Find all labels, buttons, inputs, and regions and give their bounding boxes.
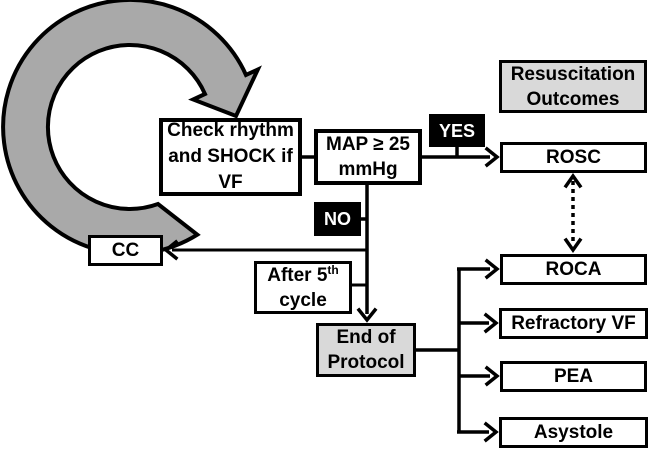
node-map-line1: MAP ≥ 25 [326, 134, 410, 155]
node-asystole: Asystole [499, 417, 648, 448]
node-end-line2: Protocol [327, 352, 405, 373]
node-asystole-label: Asystole [533, 422, 614, 443]
node-check-rhythm-line2: and SHOCK if [168, 146, 293, 167]
node-cc: CC [88, 235, 163, 266]
after-cycle-text: After 5 [267, 264, 328, 286]
no-tag-label: NO [324, 209, 351, 229]
arrowhead-dotted-up [563, 172, 583, 189]
arrowhead-rosc [484, 146, 500, 168]
node-check-rhythm-line1: Check rhythm [167, 120, 294, 141]
arrowhead-asystole [483, 421, 499, 443]
arrowhead-end-protocol [356, 307, 378, 323]
node-map-line2: mmHg [338, 159, 398, 180]
node-check-rhythm: Check rhythm and SHOCK if VF [159, 118, 302, 196]
node-refractory-vf-label: Refractory VF [511, 313, 636, 334]
node-pea: PEA [500, 361, 647, 392]
node-refractory-vf: Refractory VF [499, 308, 648, 339]
cycle-arrow [1, 0, 262, 256]
node-after-cycle: After 5th cycle [254, 261, 352, 314]
arrowhead-dotted-down [563, 237, 583, 254]
outcomes-header: Resuscitation Outcomes [499, 60, 647, 113]
node-rosc-label: ROSC [546, 147, 601, 168]
node-rosc: ROSC [500, 142, 647, 173]
node-roca-label: ROCA [545, 259, 602, 280]
arrowhead-roca [484, 258, 500, 280]
outcomes-header-line1: Resuscitation [510, 63, 636, 85]
node-pea-label: PEA [553, 366, 594, 387]
after-cycle-superscript: th [327, 262, 339, 277]
node-check-rhythm-line3: VF [218, 172, 243, 193]
no-tag: NO [314, 202, 361, 236]
node-end-line1: End of [336, 327, 396, 348]
yes-tag-label: YES [438, 120, 476, 141]
outcomes-header-line2: Outcomes [526, 88, 620, 110]
node-after-cycle-line1: After 5th [267, 263, 339, 288]
arrowhead-cc [163, 239, 179, 261]
node-end-of-protocol: End of Protocol [316, 323, 416, 377]
node-map-condition: MAP ≥ 25 mmHg [314, 129, 422, 185]
node-cc-label: CC [111, 240, 140, 261]
yes-tag: YES [429, 114, 485, 147]
node-after-cycle-line2: cycle [279, 289, 327, 311]
node-roca: ROCA [500, 254, 647, 285]
arrowhead-pea [484, 365, 500, 387]
arrowhead-refractory [483, 312, 499, 334]
